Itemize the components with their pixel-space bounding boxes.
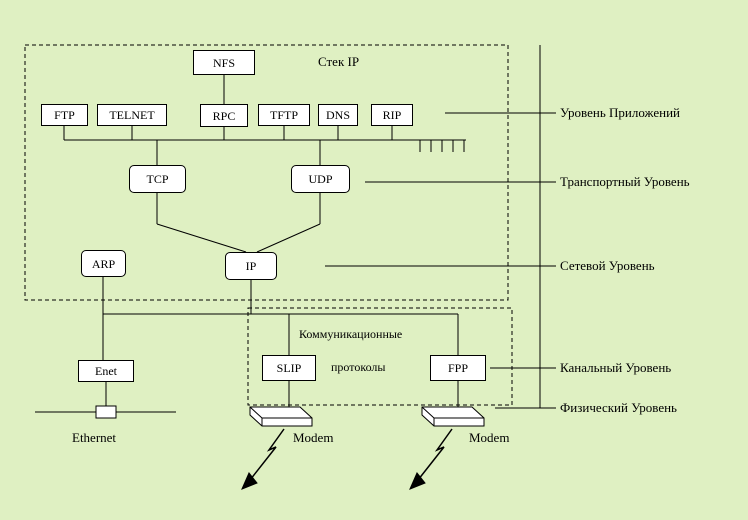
node-ip: IP	[225, 252, 277, 280]
layer-label-physical: Физический Уровень	[560, 400, 677, 415]
node-arp-label: ARP	[91, 256, 116, 271]
udp-ip-link	[256, 193, 321, 253]
node-ip-label: IP	[245, 259, 257, 273]
modem1-body	[249, 406, 313, 427]
ethernet-label: Ethernet	[72, 430, 117, 445]
node-ppp: FPP	[430, 355, 486, 381]
node-tcp: TCP	[129, 165, 186, 193]
phone-line-arrow-2	[409, 428, 453, 490]
node-tcp-label: TCP	[146, 172, 169, 186]
modem2-body	[421, 406, 485, 427]
node-nfs-label: NFS	[212, 55, 235, 70]
modem2-label: Modem	[469, 430, 510, 445]
layer-label-link: Канальный Уровень	[560, 360, 672, 375]
ethernet-transceiver	[95, 405, 117, 419]
ip-branch-link	[103, 280, 458, 315]
node-nfs: NFS	[193, 50, 255, 75]
node-enet: Enet	[78, 360, 134, 382]
node-arp: ARP	[81, 250, 126, 277]
udp-ip-link-diagonal	[256, 223, 321, 253]
comm-protocols-label-line2: протоколы	[331, 360, 386, 374]
lightning-arrowhead-2	[409, 472, 426, 490]
extra-protocol-ticks	[419, 140, 465, 152]
tcp-ip-link-diagonal	[156, 223, 247, 253]
node-dns: DNS	[318, 104, 358, 126]
node-telnet: TELNET	[97, 104, 167, 126]
comm-protocols-boundary	[247, 307, 513, 406]
tcp-ip-link	[156, 193, 247, 253]
node-rip-label: RIP	[382, 108, 402, 122]
node-tftp-label: TFTP	[269, 108, 298, 122]
modem1-shape	[249, 406, 313, 427]
node-udp: UDP	[291, 165, 350, 193]
modem1-label: Modem	[293, 430, 334, 445]
modem2-shape	[421, 406, 485, 427]
lightning-bolt-1	[249, 428, 285, 481]
node-tftp: TFTP	[258, 104, 310, 126]
node-slip-label: SLIP	[276, 361, 302, 375]
node-rpc: RPC	[200, 104, 248, 127]
node-telnet-label: TELNET	[109, 108, 155, 122]
layer-label-network: Сетевой Уровень	[560, 258, 655, 273]
node-ftp-label: FTP	[54, 108, 75, 122]
stack-boundary	[24, 44, 509, 301]
layer-label-application: Уровень Приложений	[560, 105, 680, 120]
phone-line-arrow-1	[241, 428, 285, 490]
comm-protocols-label-line1: Коммуникационные	[299, 327, 403, 341]
node-udp-label: UDP	[308, 172, 333, 186]
node-slip: SLIP	[262, 355, 316, 381]
lightning-bolt-2	[417, 428, 453, 481]
layer-label-transport: Транспортный Уровень	[560, 174, 690, 189]
lightning-arrowhead-1	[241, 472, 258, 490]
diagram-title: Стек IP	[318, 54, 360, 69]
node-ppp-label: FPP	[447, 361, 469, 375]
node-enet-label: Enet	[95, 364, 117, 378]
node-rip: RIP	[371, 104, 413, 126]
node-ftp: FTP	[41, 104, 88, 126]
node-rpc-label: RPC	[212, 108, 236, 123]
node-dns-label: DNS	[325, 108, 350, 122]
